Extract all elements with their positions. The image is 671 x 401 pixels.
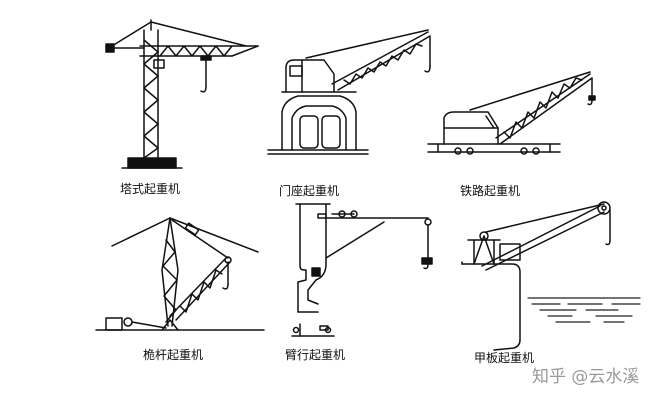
portal-crane-drawing [267,29,431,155]
derrick-crane-drawing [95,217,265,331]
caption-deck-crane: 甲板起重机 [474,351,535,365]
deck-crane-drawing [461,201,641,351]
caption-derrick-crane: 桅杆起重机 [143,348,204,362]
railway-crane-drawing [427,71,596,155]
wall-crane-drawing [291,203,433,337]
tower-crane-drawing [105,19,259,169]
watermark: 知乎 @云水溪 [532,367,640,387]
caption-wall-crane: 臂行起重机 [285,348,346,362]
caption-portal-crane: 门座起重机 [279,184,340,198]
caption-tower-crane: 塔式起重机 [120,182,181,196]
caption-railway-crane: 铁路起重机 [460,184,521,198]
